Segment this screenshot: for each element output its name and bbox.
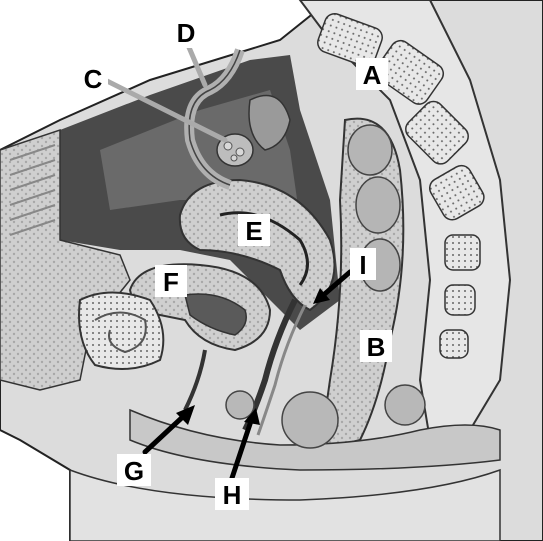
label-d: D [170,16,202,48]
label-a-text: A [363,60,382,90]
label-a: A [356,58,388,90]
label-e-text: E [245,216,262,246]
label-g: G [117,454,151,486]
label-f-text: F [163,267,179,297]
label-b: B [360,330,392,362]
label-c: C [78,62,108,94]
label-f: F [155,265,187,297]
label-d-text: D [177,18,196,48]
label-e: E [238,214,270,246]
label-i: I [350,248,376,280]
label-c-text: C [84,64,103,94]
label-h: H [215,478,249,510]
label-g-text: G [124,456,144,486]
pubic-bone [79,293,163,370]
label-i-text: I [359,250,366,280]
label-h-text: H [223,480,242,510]
label-b-text: B [367,332,386,362]
